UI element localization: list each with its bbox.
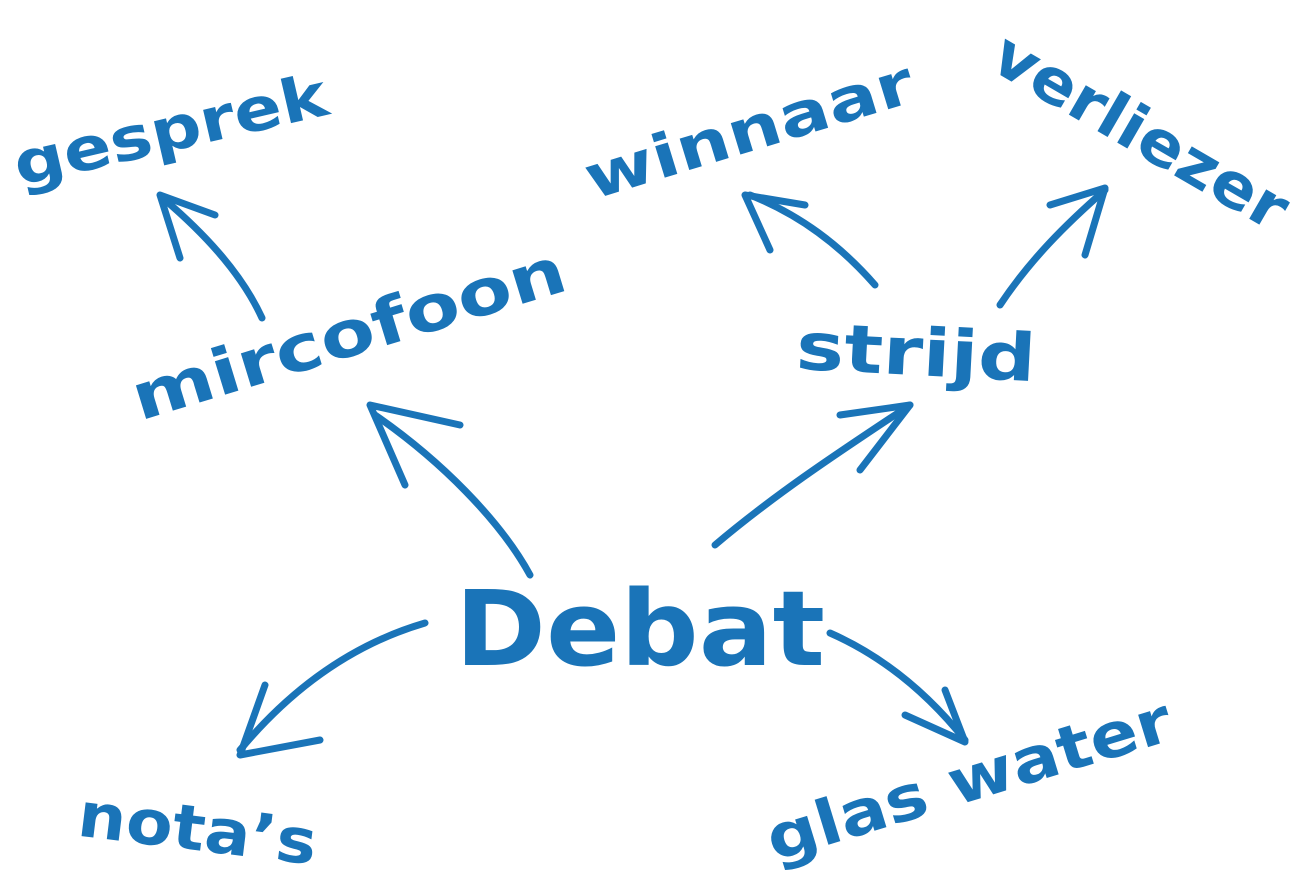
- node-label-strijd: strijd: [794, 308, 1038, 397]
- arrow-debat-to-glas-water: [826, 629, 969, 746]
- node-label-winnaar: winnaar: [576, 48, 922, 214]
- arrow-debat-to-mircofoon: [366, 401, 534, 579]
- node-label-glas-water: glas water: [757, 683, 1180, 876]
- arrow-debat-to-notas: [236, 619, 429, 759]
- node-label-gesprek: gesprek: [7, 60, 337, 201]
- arrow-strijd-to-verliezer: [996, 184, 1109, 309]
- node-label-mircofoon: mircofoon: [123, 234, 575, 436]
- arrow-debat-to-strijd: [711, 401, 914, 549]
- node-label-notas: nota’s: [74, 778, 321, 880]
- arrow-strijd-to-winnaar: [741, 191, 879, 289]
- arrow-mircofoon-to-gesprek: [156, 191, 266, 322]
- node-label-verliezer: verliezer: [980, 17, 1303, 245]
- center-label-debat: Debat: [455, 568, 825, 690]
